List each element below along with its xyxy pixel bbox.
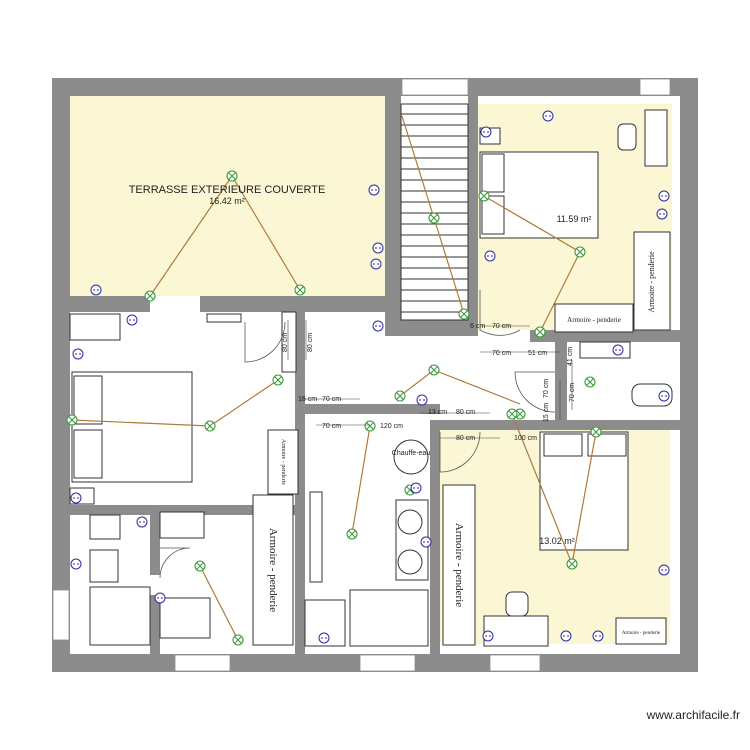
outlet-icon xyxy=(416,394,428,406)
dim-label: 41 cm xyxy=(567,347,574,366)
outlet-icon xyxy=(542,110,554,122)
light-fixture-icon xyxy=(428,364,440,376)
outlet-icon xyxy=(368,184,380,196)
light-fixture-icon xyxy=(144,290,156,302)
outlet-icon xyxy=(372,242,384,254)
light-fixture-icon xyxy=(458,308,470,320)
outlet-icon xyxy=(70,558,82,570)
furniture xyxy=(69,109,673,647)
dim-label: 100 cm xyxy=(514,435,537,442)
armoire-small-vert-box xyxy=(267,429,299,495)
bedroom-ne-area: 11.59 m² xyxy=(557,214,592,224)
outlet-icon xyxy=(72,348,84,360)
light-fixture-icon xyxy=(346,528,358,540)
water-heater-label: Chauffe-eau xyxy=(392,450,431,457)
light-fixture-icon xyxy=(428,212,440,224)
outlet-icon xyxy=(136,516,148,528)
watermark: www.archifacile.fr xyxy=(646,708,740,722)
light-fixture-icon xyxy=(204,420,216,432)
dim-label: 70 cm xyxy=(492,350,511,357)
terrace-label: TERRASSE EXTERIEURE COUVERTE xyxy=(129,184,326,196)
armoire-se-small-label: Armoire - penderie xyxy=(622,631,661,636)
outlet-icon xyxy=(592,630,604,642)
dim-label: 80 cm xyxy=(282,333,289,352)
light-fixture-icon xyxy=(66,414,78,426)
outlet-icon xyxy=(480,126,492,138)
armoire-ne-small-label: Armoire - penderie xyxy=(567,316,621,324)
light-fixture-icon xyxy=(394,390,406,402)
light-fixture-icon xyxy=(294,284,306,296)
windows xyxy=(52,78,671,672)
outlet-icon xyxy=(70,492,82,504)
doors xyxy=(159,290,556,579)
dim-label: 70 cm xyxy=(492,323,511,330)
light-fixture-icon xyxy=(272,374,284,386)
interior-walls xyxy=(70,96,680,654)
outlet-icon xyxy=(410,482,422,494)
light-fixture-icon xyxy=(514,408,526,420)
outlet-icon xyxy=(126,314,138,326)
outlet-icon xyxy=(658,190,670,202)
outlet-icon xyxy=(612,344,624,356)
dim-label: 15 cm xyxy=(298,396,317,403)
light-fixture-icon xyxy=(226,170,238,182)
light-fixture-icon xyxy=(364,420,376,432)
armoire-center-label: Armoire - penderie xyxy=(267,528,279,612)
dim-label: 120 cm xyxy=(380,423,403,430)
dim-label: 70 cm xyxy=(322,423,341,430)
dim-label: 80 cm xyxy=(307,333,314,352)
shower-west xyxy=(89,586,151,646)
bedroom-se-area: 13.02 m² xyxy=(539,536,575,546)
light-fixture-icon xyxy=(574,246,586,258)
outlet-icon xyxy=(420,536,432,548)
outlet-icon xyxy=(484,250,496,262)
outlet-icon xyxy=(154,592,166,604)
dim-label: 6 cm xyxy=(470,323,485,330)
terrace-room xyxy=(70,96,385,296)
water-heater-circle xyxy=(393,439,429,475)
light-fixture-icon xyxy=(478,190,490,202)
outlet-icon xyxy=(658,564,670,576)
outlet-icon xyxy=(372,320,384,332)
light-fixture-icon xyxy=(194,560,206,572)
dimension-lines xyxy=(287,320,573,439)
outlet-icon xyxy=(482,630,494,642)
dim-label: 70 cm xyxy=(322,396,341,403)
armoire-small-vertical-label: Armoire - penderie xyxy=(280,439,286,485)
light-fixture-icon xyxy=(232,634,244,646)
terrace-area: 16.42 m² xyxy=(209,196,245,206)
outlet-icon xyxy=(560,630,572,642)
outlet-icon xyxy=(658,390,670,402)
outlet-icon xyxy=(656,208,668,220)
shower-center xyxy=(349,589,429,647)
light-fixture-icon xyxy=(506,408,518,420)
armoire-ne-small-box xyxy=(554,303,634,333)
armoire-center-box xyxy=(252,494,294,646)
electrical-outlets xyxy=(70,110,670,644)
dim-label: 80 cm xyxy=(456,409,475,416)
outlet-icon xyxy=(370,258,382,270)
dim-label: 13 cm xyxy=(428,409,447,416)
outlet-icon xyxy=(318,632,330,644)
light-fixture-icon xyxy=(566,558,578,570)
dim-label: 70 cm xyxy=(569,383,576,402)
armoire-se-label: Armoire - penderie xyxy=(453,523,465,607)
armoire-se-box xyxy=(442,484,476,646)
armoire-ne-box xyxy=(633,231,671,331)
dim-label: 80 cm xyxy=(456,435,475,442)
light-fixtures xyxy=(66,170,602,646)
dim-label: 15 cm xyxy=(543,403,550,422)
armoire-ne-label: Armoire - penderie xyxy=(647,251,656,313)
light-fixture-icon xyxy=(534,326,546,338)
outlet-icon xyxy=(90,284,102,296)
dim-label: 51 cm xyxy=(528,350,547,357)
light-fixture-icon xyxy=(590,426,602,438)
staircase xyxy=(400,103,469,321)
light-fixture-icon xyxy=(584,376,596,388)
dim-label: 70 cm xyxy=(543,379,550,398)
armoire-se-small-box xyxy=(615,617,667,645)
